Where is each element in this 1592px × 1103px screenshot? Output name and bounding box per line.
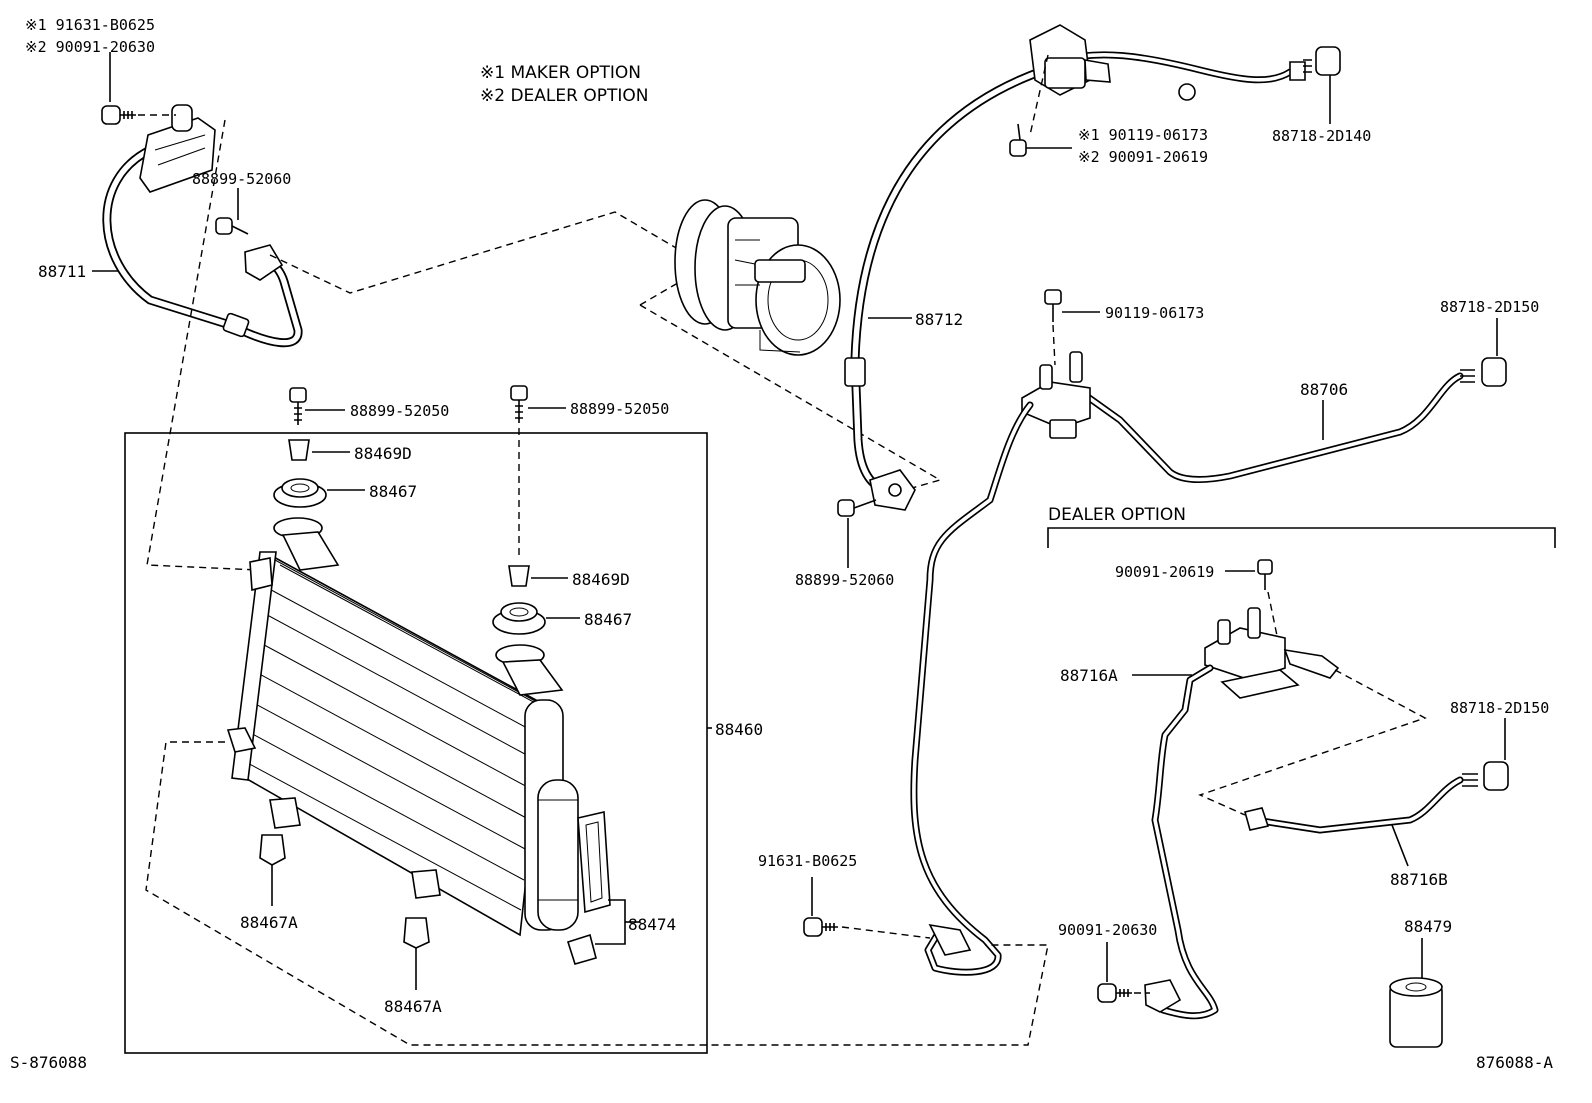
- hose-88712: [844, 65, 1050, 511]
- legend-dealer-option: ※2 DEALER OPTION: [480, 86, 648, 106]
- section-dealer-option: DEALER OPTION: [1048, 505, 1186, 525]
- compressor: [639, 199, 942, 501]
- footer-right-code: 876088-A: [1476, 1053, 1553, 1072]
- dash-88711-to-condenser: [146, 119, 259, 571]
- pipe-88706: [1081, 357, 1507, 483]
- label-90091-20630: 90091-20630: [1058, 921, 1157, 939]
- label-tl-opt2: ※2 90091-20630: [25, 38, 155, 56]
- label-91631-b0625: 91631-B0625: [758, 852, 857, 870]
- part-88467a-b: [403, 917, 430, 949]
- label-88899-52050-b: 88899-52050: [570, 400, 669, 418]
- condenser-assembly-frame: [124, 432, 708, 1054]
- dash-88711-to-compressor: [269, 211, 701, 294]
- dash-90119: [1052, 324, 1056, 366]
- cushion-88467-b: [492, 602, 546, 635]
- footer-left-code: S-876088: [10, 1053, 87, 1072]
- bolt-tr-opt-icon: [1009, 123, 1027, 157]
- dealer-option-bracket: [1047, 527, 1556, 548]
- part-88467a-a: [259, 834, 286, 866]
- label-88716a: 88716A: [1060, 666, 1118, 685]
- bolt-88899-52050-b-icon: [510, 385, 528, 423]
- bolt-90119-06173-icon: [1044, 289, 1062, 322]
- label-88899-52060-b: 88899-52060: [795, 571, 894, 589]
- label-tr-opt2: ※2 90091-20619: [1078, 148, 1208, 166]
- part-88474: [566, 811, 611, 965]
- label-88712: 88712: [915, 310, 963, 329]
- hose-88711: [102, 104, 303, 348]
- bolt-91631-b0625-icon: [803, 917, 838, 937]
- collar-88469d-a: [288, 439, 310, 461]
- bolt-90091-20619-icon: [1257, 559, 1273, 590]
- bolt-88899-52060-b-icon: [837, 499, 877, 517]
- label-88467a-b: 88467A: [384, 997, 442, 1016]
- label-88469d-a: 88469D: [354, 444, 412, 463]
- bolt-88899-52060-a-icon: [215, 217, 249, 235]
- label-88479: 88479: [1404, 917, 1452, 936]
- filter-88479: [1389, 977, 1443, 1048]
- legend-maker-option: ※1 MAKER OPTION: [480, 63, 641, 83]
- collar-88469d-b: [508, 565, 530, 587]
- pipe-block: [1021, 351, 1091, 439]
- label-tr-opt1: ※1 90119-06173: [1078, 126, 1208, 144]
- label-88467a-a: 88467A: [240, 913, 298, 932]
- condenser-core: [226, 517, 579, 937]
- label-tl-opt1: ※1 91631-B0625: [25, 16, 155, 34]
- label-88467-a: 88467: [369, 482, 417, 501]
- label-88899-52050-a: 88899-52050: [350, 402, 449, 420]
- label-88467-b: 88467: [584, 610, 632, 629]
- dash-88716a: [1198, 669, 1427, 816]
- label-88460: 88460: [715, 720, 763, 739]
- block-88716a: [1204, 607, 1340, 699]
- cushion-88467-a: [273, 478, 327, 508]
- label-90119-06173: 90119-06173: [1105, 304, 1204, 322]
- label-88716b: 88716B: [1390, 870, 1448, 889]
- label-88711: 88711: [38, 262, 86, 281]
- bolt-90091-20630-icon: [1097, 983, 1132, 1003]
- label-88718-2d150-b: 88718-2D150: [1450, 699, 1549, 717]
- label-88469d-b: 88469D: [572, 570, 630, 589]
- bolt-88899-52050-a-icon: [289, 387, 307, 425]
- label-88899-52060-a: 88899-52060: [192, 170, 291, 188]
- label-88718-2d150-a: 88718-2D150: [1440, 298, 1539, 316]
- dash-top-fitting: [1029, 54, 1049, 136]
- label-90091-20619: 90091-20619: [1115, 563, 1214, 581]
- bolt-tl-icon: [101, 105, 136, 125]
- suction-pipe-top: [1029, 24, 1341, 101]
- leader-88716b: [1391, 824, 1409, 867]
- label-88706: 88706: [1300, 380, 1348, 399]
- pipe-88716b: [1244, 761, 1509, 834]
- dash-91631: [841, 926, 931, 939]
- pipe-88716a: [1144, 664, 1219, 1020]
- label-88474: 88474: [628, 915, 676, 934]
- label-88718-2d140: 88718-2D140: [1272, 127, 1371, 145]
- pipe-long-discharge: [910, 401, 1034, 976]
